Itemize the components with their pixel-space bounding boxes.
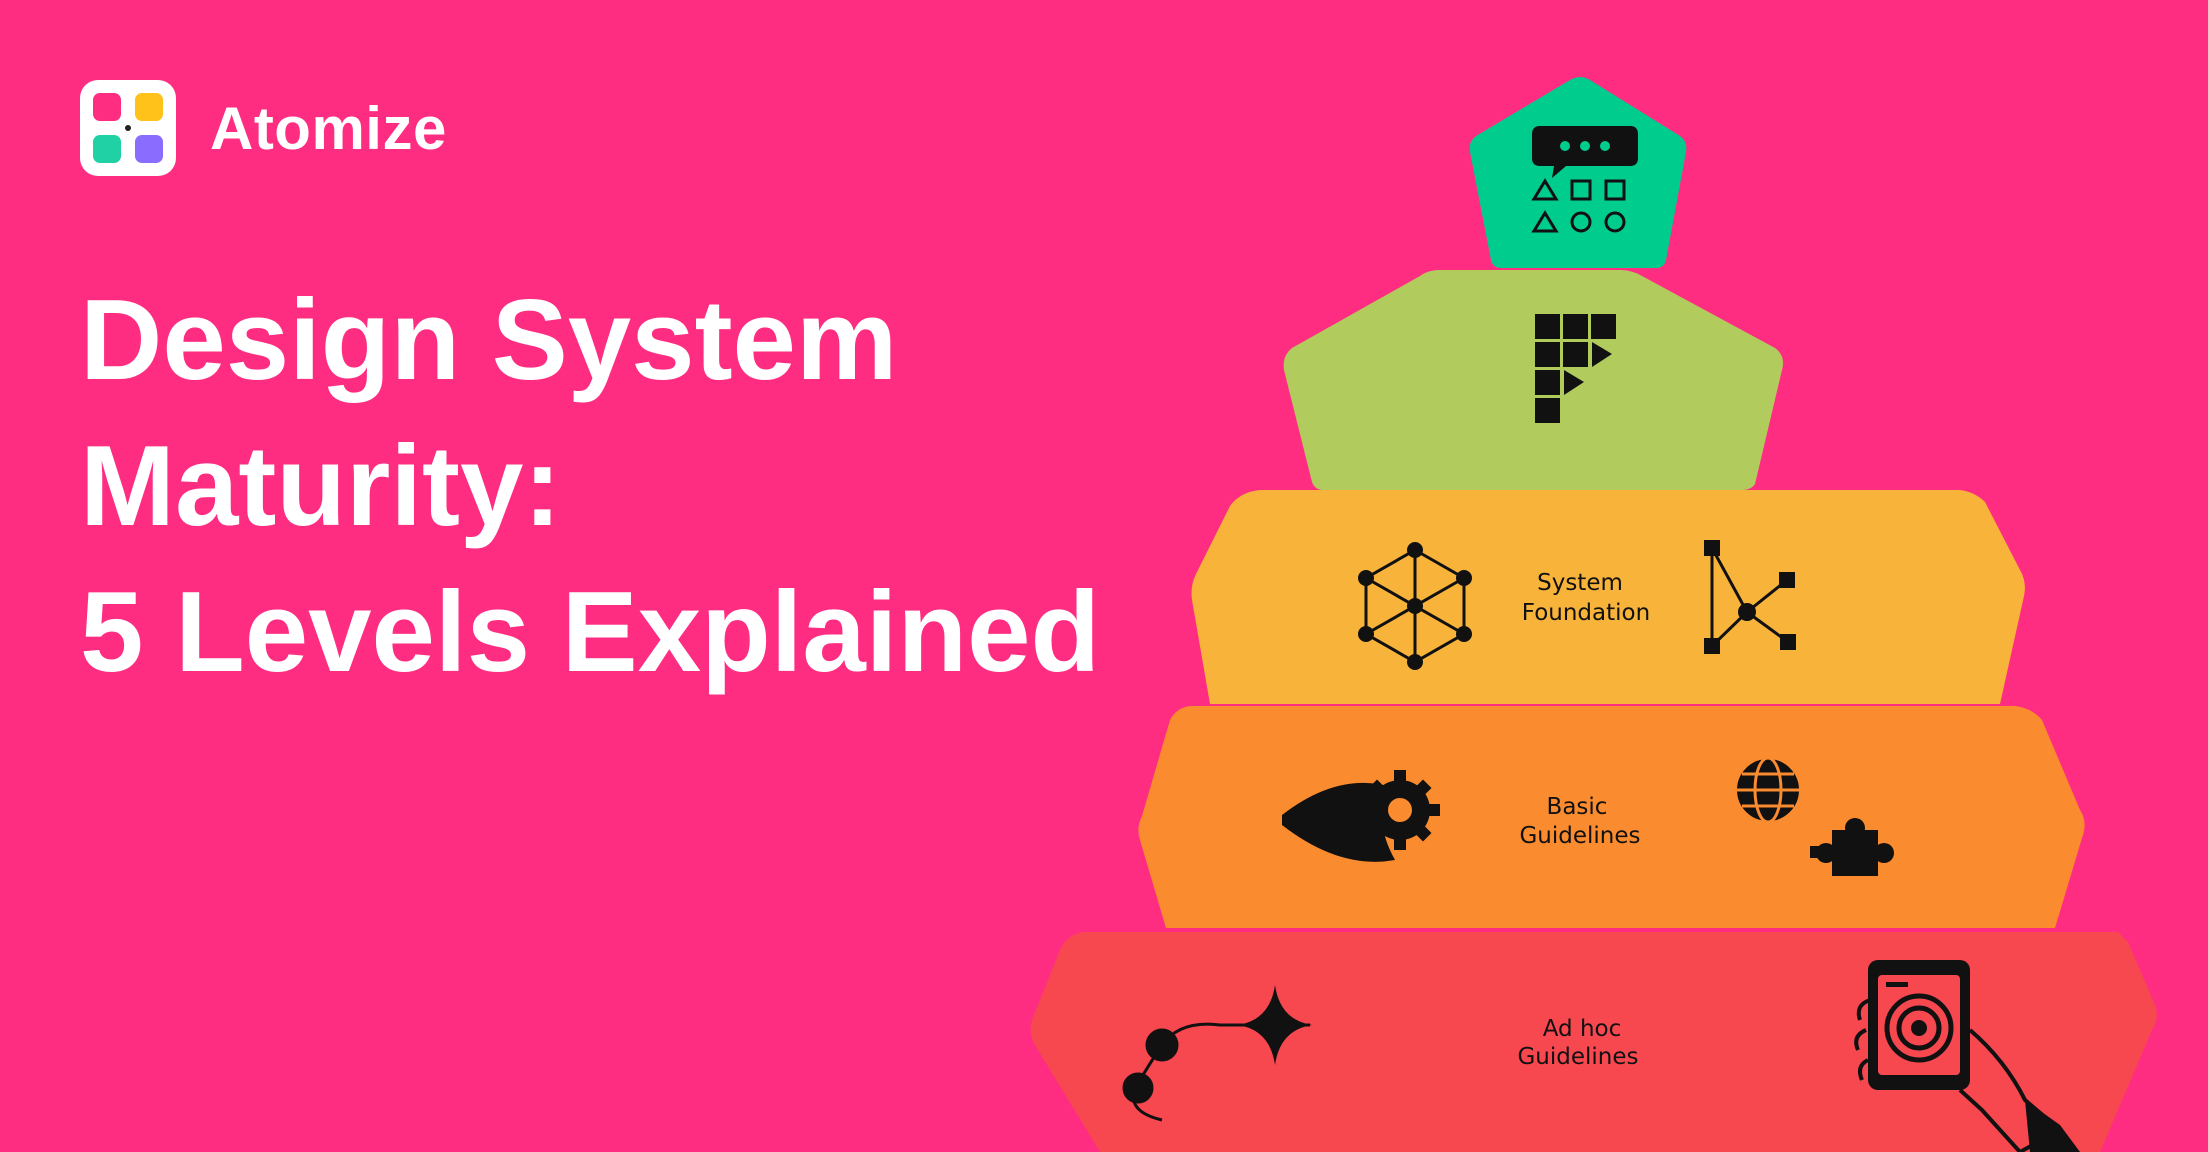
title-line-2: Maturity: bbox=[80, 423, 562, 550]
tier-2-label-line-1: Basic bbox=[1547, 794, 1608, 820]
hexagon-network-icon bbox=[1358, 542, 1472, 670]
maturity-pyramid: Ad hoc Guidelines Basic Guidelines bbox=[1030, 77, 2157, 1152]
sparkle-path-icon bbox=[1122, 985, 1312, 1122]
tier-3-block bbox=[1191, 490, 2025, 704]
tier-level-1: Ad hoc Guidelines bbox=[1030, 932, 2157, 1152]
puzzle-piece-icon bbox=[1810, 818, 1894, 876]
block-grid-play-icon bbox=[1535, 314, 1616, 423]
tier-2-block bbox=[1138, 706, 2085, 928]
tier-level-3: System Foundation bbox=[1191, 490, 2025, 704]
globe-icon bbox=[1735, 756, 1801, 824]
page-title: Design System Maturity: 5 Levels Explain… bbox=[80, 268, 1100, 706]
tier-3-label-line-2: Foundation bbox=[1522, 600, 1650, 626]
shapes-grid-icon bbox=[1531, 178, 1626, 233]
tier-3-label-line-1: System bbox=[1537, 570, 1623, 596]
brand-name: Atomize bbox=[210, 94, 447, 162]
tier-4-block bbox=[1283, 270, 1784, 490]
brand: Atomize bbox=[80, 80, 447, 176]
hand-holding-tablet-icon bbox=[1854, 960, 2080, 1152]
title-line-1: Design System bbox=[80, 277, 898, 404]
tier-1-label-line-1: Ad hoc bbox=[1543, 1016, 1622, 1042]
chat-bubble-icon bbox=[1532, 126, 1638, 178]
title-line-3: 5 Levels Explained bbox=[80, 569, 1101, 696]
eye-gear-icon bbox=[1282, 770, 1440, 862]
tier-1-label-line-2: Guidelines bbox=[1517, 1044, 1638, 1070]
tier-2-label-line-2: Guidelines bbox=[1519, 823, 1640, 849]
tier-level-2: Basic Guidelines bbox=[1138, 706, 2085, 928]
node-graph-icon bbox=[1704, 540, 1796, 654]
four-squares-logo-icon bbox=[80, 80, 176, 176]
tier-5-block bbox=[1469, 77, 1687, 268]
tier-level-5 bbox=[1469, 77, 1687, 268]
tier-level-4 bbox=[1283, 270, 1784, 490]
